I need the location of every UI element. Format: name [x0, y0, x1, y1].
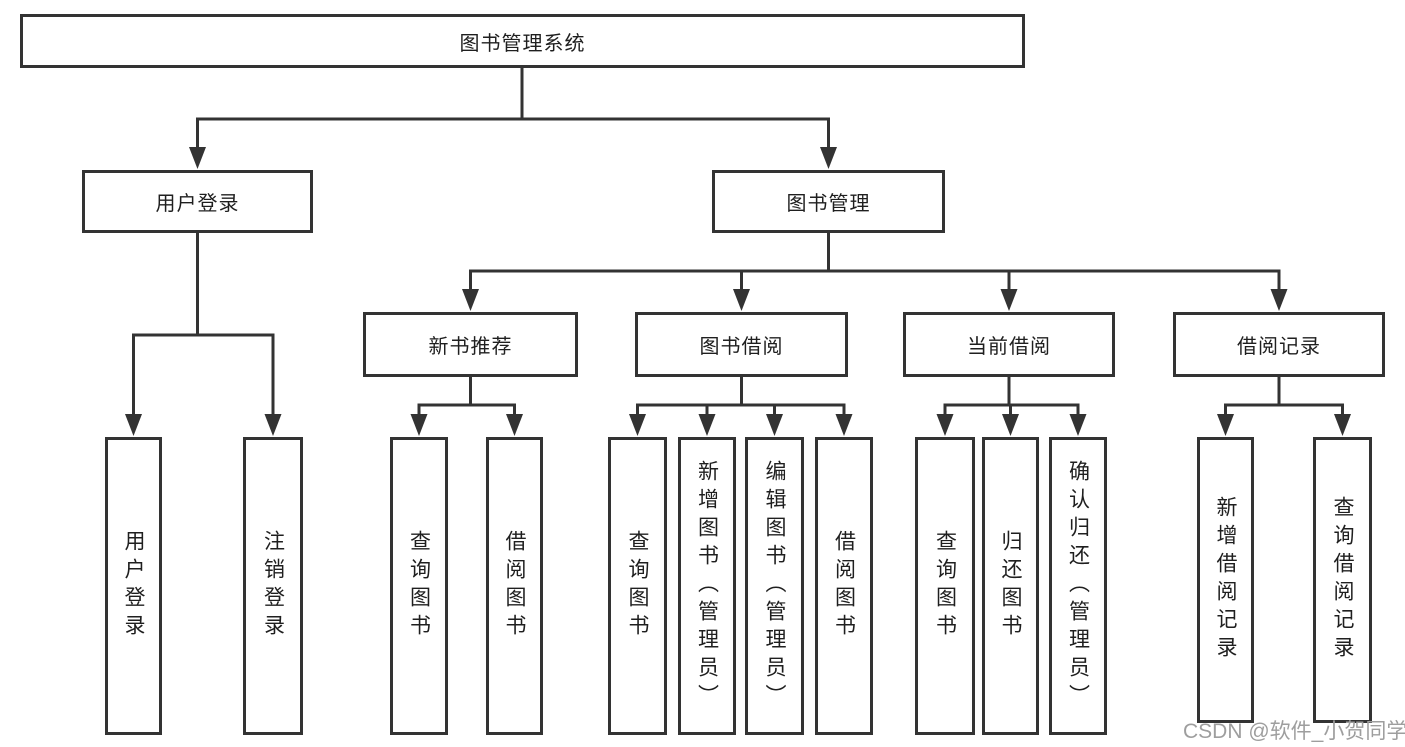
connector-root-to-level2 — [189, 68, 837, 169]
node-leaf-logout: 注销登录 — [243, 437, 303, 735]
connector-book-borrow-branch — [629, 377, 853, 436]
node-current-borrow: 当前借阅 — [903, 312, 1115, 377]
node-label: 查询图书 — [407, 530, 431, 642]
node-label: 借阅记录 — [1237, 336, 1321, 358]
node-label: 借阅图书 — [832, 530, 856, 642]
node-leaf-return-books: 归还图书 — [982, 437, 1039, 735]
node-leaf-query-borrow-record: 查询借阅记录 — [1313, 437, 1372, 723]
node-label: 用户登录 — [122, 530, 145, 642]
node-leaf-add-borrow-record: 新增借阅记录 — [1197, 437, 1254, 723]
node-leaf-add-books-admin: 新增图书（管理员） — [678, 437, 736, 735]
node-leaf-query-books-current: 查询图书 — [915, 437, 975, 735]
node-label: 确认归还（管理员） — [1066, 460, 1090, 712]
node-label: 查询借阅记录 — [1331, 496, 1354, 664]
node-label: 新书推荐 — [428, 336, 513, 358]
connector-new-book-branch — [410, 377, 523, 436]
node-label: 图书管理系统 — [459, 32, 586, 55]
node-label: 图书管理 — [786, 193, 871, 215]
node-leaf-query-books-recommend: 查询图书 — [390, 437, 448, 735]
node-leaf-query-books-borrow: 查询图书 — [608, 437, 667, 735]
node-leaf-borrow-books-recommend: 借阅图书 — [486, 437, 543, 735]
node-root-library-system: 图书管理系统 — [20, 14, 1025, 68]
node-book-management: 图书管理 — [712, 170, 945, 233]
node-label: 当前借阅 — [967, 336, 1051, 358]
connector-current-borrow-branch — [936, 377, 1087, 436]
node-label: 查询图书 — [933, 530, 957, 642]
node-label: 用户登录 — [155, 193, 240, 215]
node-label: 编辑图书（管理员） — [763, 460, 786, 712]
node-label: 归还图书 — [999, 530, 1022, 642]
csdn-watermark: CSDN @软件_小贺同学 — [1183, 720, 1405, 743]
connector-book-management-branch — [462, 233, 1288, 311]
connector-user-login-branch — [125, 233, 282, 436]
node-label: 借阅图书 — [503, 530, 526, 642]
node-new-book-recommend: 新书推荐 — [363, 312, 578, 377]
node-leaf-user-login: 用户登录 — [105, 437, 162, 735]
node-leaf-borrow-books: 借阅图书 — [815, 437, 873, 735]
node-book-borrow: 图书借阅 — [635, 312, 848, 377]
connector-borrow-record-branch — [1217, 377, 1351, 436]
node-leaf-edit-books-admin: 编辑图书（管理员） — [745, 437, 804, 735]
node-borrow-record: 借阅记录 — [1173, 312, 1385, 377]
node-label: 注销登录 — [261, 530, 285, 642]
node-label: 新增图书（管理员） — [695, 460, 719, 712]
node-label: 查询图书 — [626, 530, 649, 642]
node-label: 新增借阅记录 — [1214, 496, 1237, 664]
node-label: 图书借阅 — [699, 336, 784, 358]
node-leaf-confirm-return-admin: 确认归还（管理员） — [1049, 437, 1107, 735]
node-user-login: 用户登录 — [82, 170, 313, 233]
